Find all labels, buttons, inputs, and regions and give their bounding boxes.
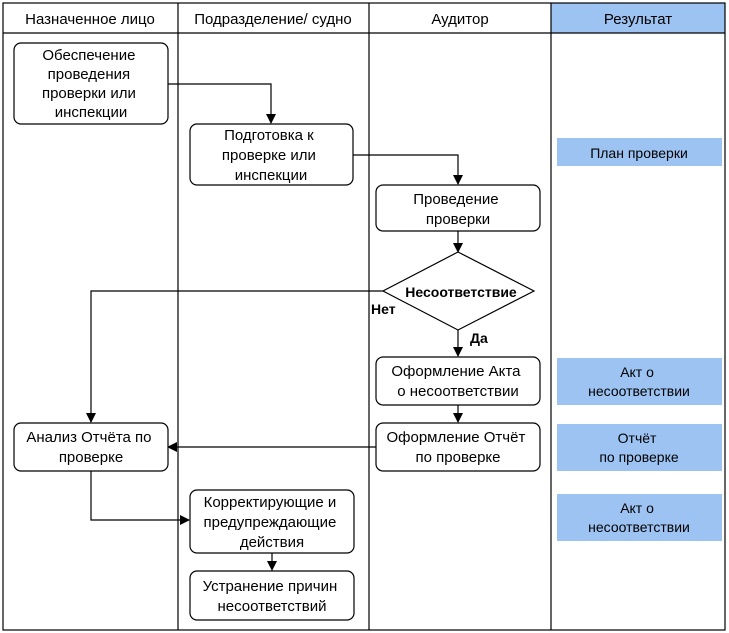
step-provide-audit: Обеспечение проведения проверки или инсп… [13, 42, 169, 125]
decision-nonconformity-label: Несоответствие [405, 284, 517, 300]
result-audit-report-label: Отчёт по проверке [599, 430, 679, 465]
step-conduct-audit: Проведение проверки [375, 184, 541, 232]
step-prepare-audit: Подготовка к проверке или инспекции [189, 123, 354, 186]
step-eliminate-causes: Устранение причин несоответствий [189, 570, 355, 621]
result-nonconformity-act-2-label: Акт о несоответствии [588, 500, 690, 535]
result-audit-plan-label: План проверки [590, 145, 688, 161]
step-provide-audit-label: Обеспечение проведения проверки или инсп… [42, 47, 140, 121]
branch-label-no: Нет [371, 301, 396, 317]
result-header-fill [551, 3, 725, 33]
decision-nonconformity: Несоответствие [381, 251, 536, 331]
branch-label-yes: Да [470, 330, 488, 346]
step-nonconformity-act: Оформление Акта о несоответствии [375, 356, 541, 406]
step-corrective-actions: Корректирующие и предупреждающие действи… [189, 489, 355, 554]
process-steps: Обеспечение проведения проверки или инсп… [13, 42, 541, 621]
column-header-result: Результат [604, 11, 672, 28]
arrow-s6-to-s7 [90, 471, 190, 525]
result-audit-plan: План проверки [557, 138, 722, 166]
column-header-department: Подразделение/ судно [194, 11, 352, 28]
step-report-analysis: Анализ Отчёта по проверке [13, 422, 169, 472]
result-audit-report: Отчёт по проверке [557, 424, 722, 471]
arrow-s1-to-s2 [168, 83, 276, 124]
step-audit-report-label: Оформление Отчёт по проверке [386, 429, 529, 466]
step-corrective-actions-label: Корректирующие и предупреждающие действи… [204, 494, 341, 551]
result-nonconformity-act-2: Акт о несоответствии [557, 494, 722, 541]
arrow-decision-no [86, 290, 386, 423]
step-conduct-audit-label: Проведение проверки [413, 191, 503, 228]
arrow-s2-to-s3 [353, 154, 463, 185]
column-header-assignee: Назначенное лицо [25, 11, 155, 28]
connectors [86, 83, 463, 571]
step-report-analysis-label: Анализ Отчёта по проверке [26, 429, 155, 466]
step-prepare-audit-label: Подготовка к проверке или инспекции [222, 127, 320, 184]
column-header-auditor: Аудитор [431, 11, 488, 28]
step-nonconformity-act-label: Оформление Акта о несоответствии [391, 363, 524, 400]
result-nonconformity-act-label: Акт о несоответствии [588, 364, 690, 399]
result-documents: План проверки Акт о несоответствии Отчёт… [557, 138, 722, 541]
step-eliminate-causes-label: Устранение причин несоответствий [203, 578, 342, 615]
step-audit-report: Оформление Отчёт по проверке [375, 422, 541, 472]
result-nonconformity-act: Акт о несоответствии [557, 358, 722, 405]
